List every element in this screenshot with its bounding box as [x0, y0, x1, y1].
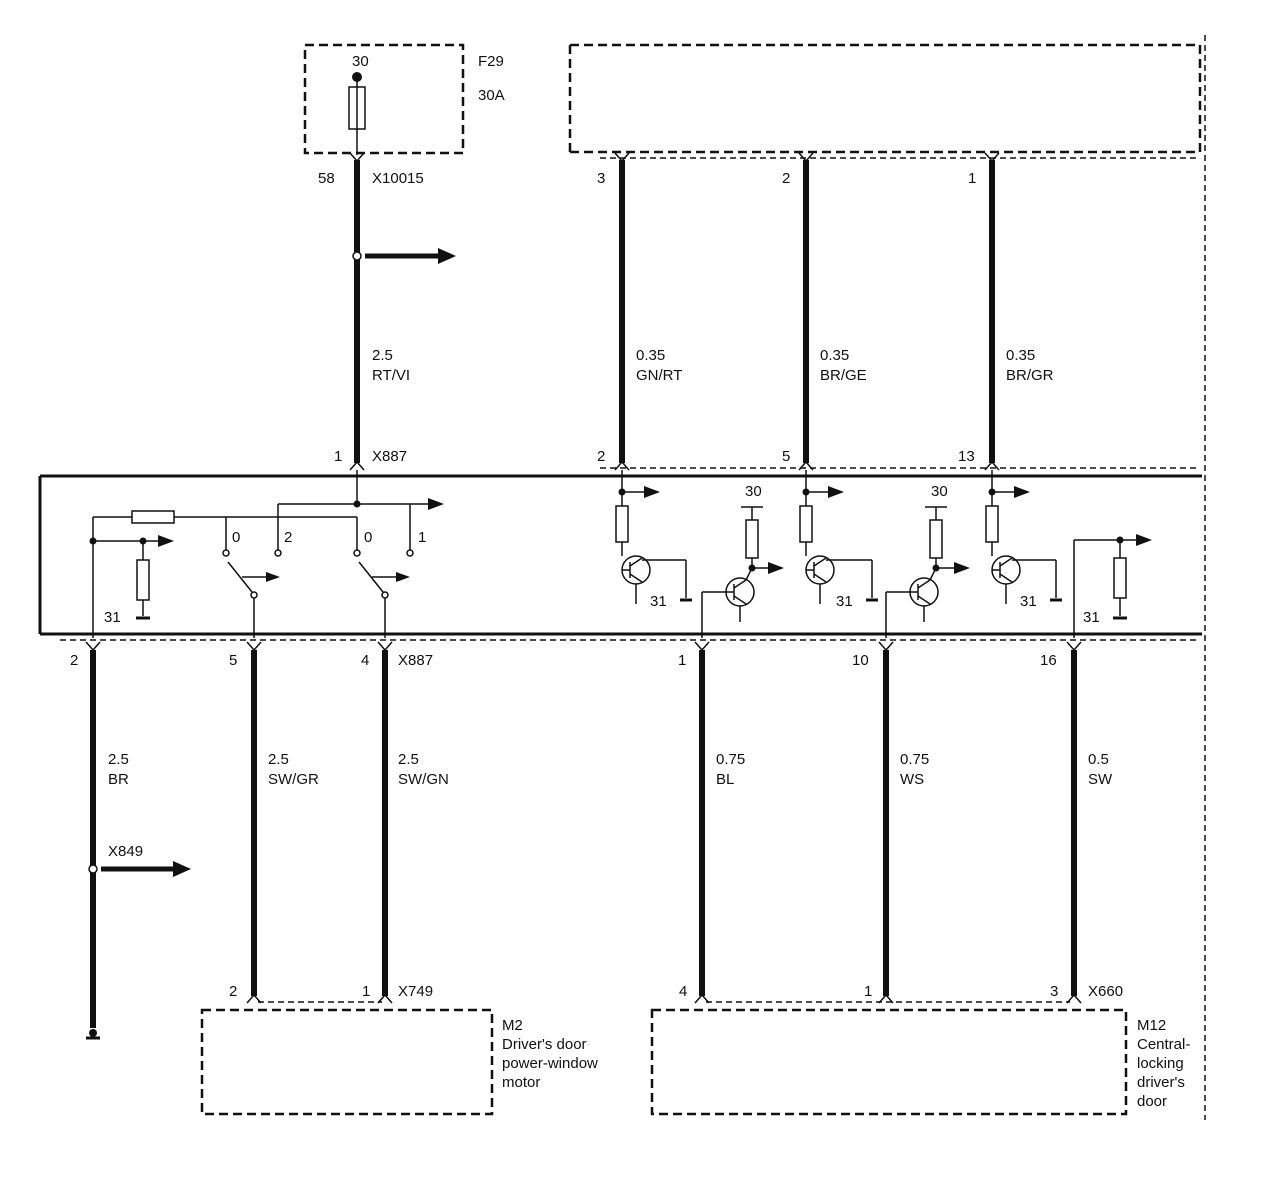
x887-top-label: X887	[372, 448, 407, 465]
b3-size: 2.5	[398, 751, 419, 768]
w1-dst-pin: 2	[597, 448, 605, 465]
wire-feed: 58 X10015 2.5 RT/VI 1 X887	[318, 152, 456, 471]
m12-line1: Central-	[1137, 1036, 1190, 1053]
m2-line3: motor	[502, 1074, 540, 1091]
door-control-module	[38, 474, 1202, 641]
b4-pin: 1	[678, 652, 686, 669]
b3-dst-pin: 1	[362, 983, 370, 1000]
gnd-label-1: 31	[104, 609, 121, 626]
b5-dst-pin: 1	[864, 983, 872, 1000]
b2-size: 2.5	[268, 751, 289, 768]
m2-id: M2	[502, 1017, 523, 1034]
x887-bottom-label: X887	[398, 652, 433, 669]
b6-color: SW	[1088, 771, 1113, 788]
b3-color: SW/GN	[398, 771, 449, 788]
m12-line3: driver's	[1137, 1074, 1185, 1091]
fuse-terminal: 30	[352, 53, 369, 70]
sw1-pos-0: 0	[232, 529, 240, 546]
w1-size: 0.35	[636, 347, 665, 364]
feed-size: 2.5	[372, 347, 393, 364]
wire-w2: 2 0.35 BR/GE 5	[782, 152, 867, 471]
b6-size: 0.5	[1088, 751, 1109, 768]
wire-b5: 10 0.75 WS 1	[852, 641, 929, 1004]
w2-src-pin: 2	[782, 170, 790, 187]
wire-w3: 1 0.35 BR/GR 13	[958, 152, 1054, 471]
feed-color: RT/VI	[372, 367, 410, 384]
feed-pin: 1	[334, 448, 342, 465]
w3-size: 0.35	[1006, 347, 1035, 364]
wire-b2: 5 2.5 SW/GR 2	[229, 641, 319, 1004]
m2-line2: power-window	[502, 1055, 598, 1072]
b2-pin: 5	[229, 652, 237, 669]
fuse-f29: 30 F29 30A	[303, 43, 505, 155]
w1-src-pin: 3	[597, 170, 605, 187]
component-m2: M2 Driver's door power-window motor	[200, 1008, 598, 1116]
sw1-pos-2: 2	[284, 529, 292, 546]
wire-b6: 16 0.5 SW 3 X660	[706, 641, 1123, 1004]
x10015-label: X10015	[372, 170, 424, 187]
gnd-label-3: 31	[836, 593, 853, 610]
w2-dst-pin: 5	[782, 448, 790, 465]
w3-src-pin: 1	[968, 170, 976, 187]
b6-pin: 16	[1040, 652, 1057, 669]
component-m12: M12 Central- locking driver's door	[650, 1008, 1190, 1116]
w3-color: BR/GR	[1006, 367, 1054, 384]
m12-line2: locking	[1137, 1055, 1184, 1072]
b5-pin: 10	[852, 652, 869, 669]
sw2-pos-1: 1	[418, 529, 426, 546]
supply-label-1: 30	[745, 483, 762, 500]
w2-size: 0.35	[820, 347, 849, 364]
wire-b1: 2 2.5 BR X849	[70, 641, 191, 1040]
w2-color: BR/GE	[820, 367, 867, 384]
module-right-circuit: 31 30 31 30	[615, 470, 1152, 638]
top-unit	[568, 35, 1206, 1120]
b4-color: BL	[716, 771, 734, 788]
x849-label: X849	[108, 843, 143, 860]
b4-dst-pin: 4	[679, 983, 687, 1000]
wire-b3: 4 X887 2.5 SW/GN 1 X749	[258, 641, 449, 1004]
fuse-rating: 30A	[478, 87, 505, 104]
b6-dst-pin: 3	[1050, 983, 1058, 1000]
sw2-pos-0: 0	[364, 529, 372, 546]
supply-label-2: 30	[931, 483, 948, 500]
fuse-name: F29	[478, 53, 504, 70]
wire-b4: 1 0.75 BL 4	[678, 641, 745, 1004]
b5-color: WS	[900, 771, 924, 788]
gnd-label-2: 31	[650, 593, 667, 610]
m12-line4: door	[1137, 1093, 1167, 1110]
gnd-label-5: 31	[1083, 609, 1100, 626]
m2-line1: Driver's door	[502, 1036, 587, 1053]
gnd-label-4: 31	[1020, 593, 1037, 610]
module-left-circuit: 31 0 2 0 1	[89, 470, 444, 638]
b1-color: BR	[108, 771, 129, 788]
x660-label: X660	[1088, 983, 1123, 1000]
b5-size: 0.75	[900, 751, 929, 768]
b1-size: 2.5	[108, 751, 129, 768]
w3-dst-pin: 13	[958, 448, 975, 465]
x10015-pin: 58	[318, 170, 335, 187]
b2-color: SW/GR	[268, 771, 319, 788]
b3-pin: 4	[361, 652, 369, 669]
m12-id: M12	[1137, 1017, 1166, 1034]
b1-pin: 2	[70, 652, 78, 669]
w1-color: GN/RT	[636, 367, 682, 384]
b4-size: 0.75	[716, 751, 745, 768]
x749-label: X749	[398, 983, 433, 1000]
b2-dst-pin: 2	[229, 983, 237, 1000]
wire-w1: 3 0.35 GN/RT 2	[597, 152, 682, 471]
